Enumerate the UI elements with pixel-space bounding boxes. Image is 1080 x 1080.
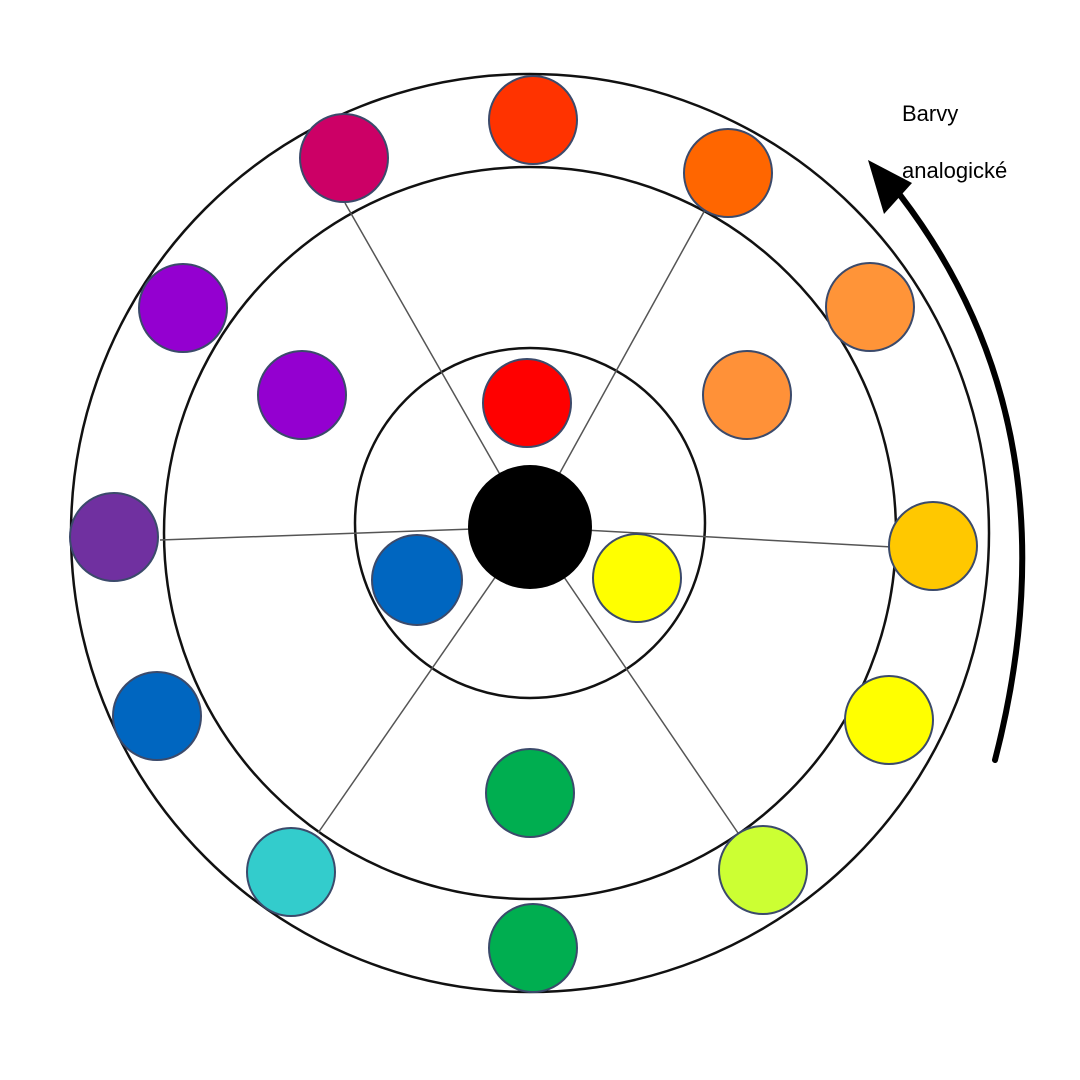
caption-barvy: Barvy [902,101,959,126]
black-center-disc [468,465,592,589]
tertiary-dot-amber [888,501,978,591]
primary-dot-yellow [592,533,682,623]
tertiary-dot-violet [138,263,228,353]
tertiary-dot-green [488,903,578,993]
secondary-dot-orange [702,350,792,440]
secondary-dot-green [485,748,575,838]
tertiary-dot-red-violet [299,113,389,203]
tertiary-dot-red-orange [488,75,578,165]
inner-ring [353,346,707,700]
tertiary-dot-yellow-green [718,825,808,915]
tertiary-dot-yellow [844,675,934,765]
primary-dot-blue [371,534,463,626]
spoke-line-5 [317,526,531,834]
tertiary-dot-orange [683,128,773,218]
tertiary-dot-turquoise [246,827,336,917]
arrow-head-icon [868,160,912,214]
tertiary-dot-blue [112,671,202,761]
curved-arrow-shaft [897,192,1026,763]
tertiary-dot-light-orange [825,262,915,352]
analogous-direction-arrow [868,160,1026,763]
tertiary-dot-blue-violet [69,492,159,582]
secondary-dot-violet [257,350,347,440]
spoke-line-1 [344,202,531,528]
caption-analogicke: analogické [902,158,1008,183]
primary-dot-red [482,358,572,448]
color-dots [69,75,978,993]
